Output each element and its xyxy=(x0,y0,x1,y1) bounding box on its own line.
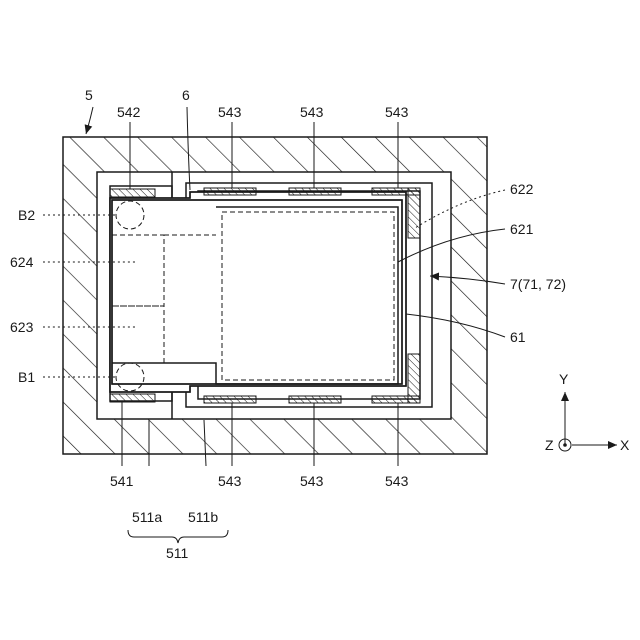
axis-x-label: X xyxy=(620,437,630,453)
label-621: 621 xyxy=(510,221,534,237)
pad-543-right-top xyxy=(408,188,420,238)
label-543-bottom-2: 543 xyxy=(300,473,324,489)
label-622: 622 xyxy=(510,181,534,197)
label-61: 61 xyxy=(510,329,526,345)
label-7: 7(71, 72) xyxy=(510,276,566,292)
pad-543-bottom-1 xyxy=(204,396,256,403)
label-624: 624 xyxy=(10,254,34,270)
label-543-top-2: 543 xyxy=(300,104,324,120)
pad-541 xyxy=(110,394,155,402)
body-62 xyxy=(112,200,402,384)
label-511a: 511a xyxy=(132,509,162,525)
label-b2: B2 xyxy=(18,207,35,223)
label-623: 623 xyxy=(10,319,34,335)
pad-543-right-bottom xyxy=(408,354,420,403)
label-541: 541 xyxy=(110,473,134,489)
label-5: 5 xyxy=(85,87,93,103)
label-543-bottom-3: 543 xyxy=(385,473,409,489)
label-543-top-3: 543 xyxy=(385,104,409,120)
label-543-bottom-1: 543 xyxy=(218,473,242,489)
pad-543-bottom-2 xyxy=(289,396,341,403)
label-b1: B1 xyxy=(18,369,35,385)
label-6: 6 xyxy=(182,87,190,103)
label-511: 511 xyxy=(166,545,189,561)
pad-542 xyxy=(110,189,155,197)
label-511b: 511b xyxy=(188,509,218,525)
axis-z-label: Z xyxy=(545,437,554,453)
coordinate-axes: Y X Z xyxy=(545,371,630,453)
label-542: 542 xyxy=(117,104,141,120)
axis-y-label: Y xyxy=(559,371,569,387)
label-543-top-1: 543 xyxy=(218,104,242,120)
